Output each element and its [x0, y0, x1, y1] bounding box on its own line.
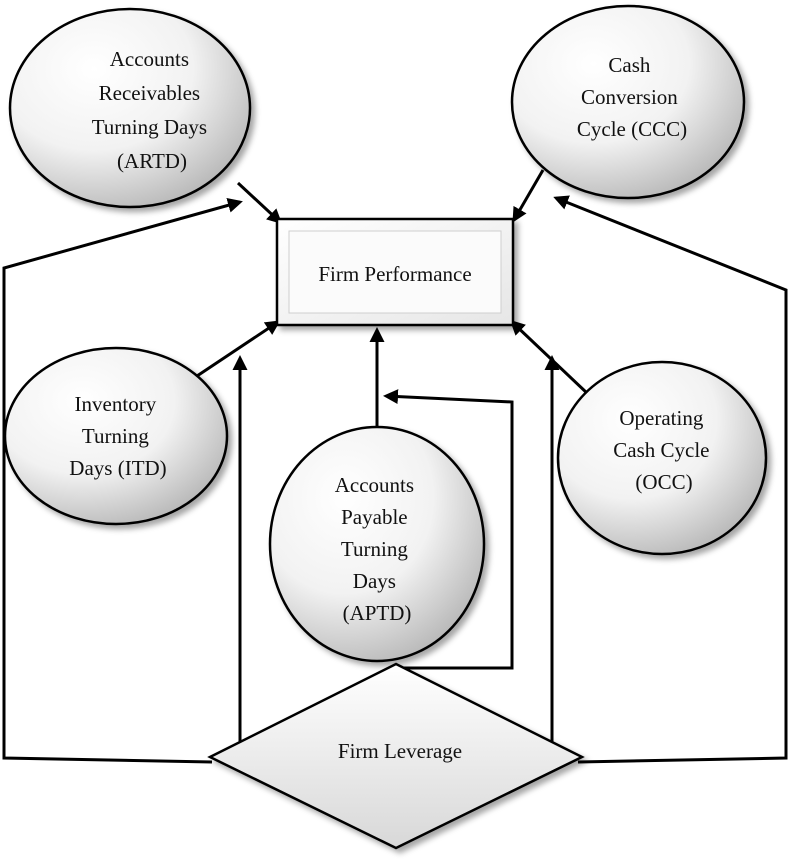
- node-ccc-line-1: Cash: [608, 53, 651, 77]
- edges: [2, 169, 788, 764]
- node-ccc-line-3: Cycle (CCC): [577, 117, 687, 141]
- node-firm-leverage-line-1: Firm Leverage: [338, 739, 462, 763]
- node-occ-label: Operating Cash Cycle (OCC): [613, 406, 714, 494]
- node-occ-shape: [556, 360, 768, 556]
- node-firm-leverage-shape: [207, 662, 585, 850]
- edge-leverage-to-ccc: [553, 195, 788, 764]
- node-aptd-line-5: (APTD): [343, 601, 412, 625]
- edge-leverage-to-aptd-path: [383, 389, 514, 670]
- node-firm-leverage[interactable]: Firm Leverage: [207, 662, 585, 850]
- edge-leverage-to-artd: [2, 198, 243, 764]
- node-aptd-line-1: Accounts: [335, 473, 414, 497]
- node-aptd-line-2: Payable: [341, 505, 407, 529]
- node-occ-line-1: Operating: [619, 406, 703, 430]
- node-artd-shape: [8, 7, 252, 209]
- node-firm-performance-bevel: [288, 230, 502, 314]
- node-artd-line-3: Turning Days: [92, 115, 207, 139]
- node-occ-line-3: (OCC): [635, 470, 692, 494]
- node-occ-line-2: Cash Cycle: [613, 438, 709, 462]
- edge-artd-to-performance: [236, 181, 283, 225]
- node-firm-performance-line-1: Firm Performance: [318, 262, 471, 286]
- node-firm-performance-label: Firm Performance: [318, 262, 471, 286]
- node-occ[interactable]: Operating Cash Cycle (OCC): [556, 360, 768, 556]
- node-ccc-shape: [510, 4, 746, 200]
- edge-ccc-to-performance: [512, 169, 545, 223]
- node-itd[interactable]: Inventory Turning Days (ITD): [3, 346, 229, 526]
- node-itd-shape: [3, 346, 229, 526]
- node-itd-line-3: Days (ITD): [69, 456, 166, 480]
- node-ccc[interactable]: Cash Conversion Cycle (CCC): [510, 4, 746, 200]
- edge-occ-to-performance: [509, 319, 590, 396]
- node-aptd-shape: [268, 425, 486, 663]
- edge-itd-to-performance: [196, 320, 281, 378]
- node-artd-label: Accounts Receivables Turning Days (ARTD): [92, 47, 213, 173]
- node-aptd-line-3: Turning: [341, 537, 408, 561]
- node-artd-line-1: Accounts: [110, 47, 189, 71]
- node-aptd-line-4: Days: [353, 569, 396, 593]
- node-ccc-label: Cash Conversion Cycle (CCC): [577, 53, 687, 141]
- node-artd-line-2: Receivables: [99, 81, 200, 105]
- node-firm-leverage-label: Firm Leverage: [338, 739, 462, 763]
- node-itd-line-2: Turning: [82, 424, 149, 448]
- node-firm-performance[interactable]: Firm Performance: [275, 217, 515, 327]
- node-itd-line-1: Inventory: [75, 392, 157, 416]
- node-aptd[interactable]: Accounts Payable Turning Days (APTD): [268, 425, 486, 663]
- node-artd[interactable]: Accounts Receivables Turning Days (ARTD): [8, 7, 252, 209]
- node-artd-line-4: (ARTD): [117, 149, 187, 173]
- node-itd-label: Inventory Turning Days (ITD): [69, 392, 166, 480]
- node-ccc-line-2: Conversion: [581, 85, 678, 109]
- node-aptd-label: Accounts Payable Turning Days (APTD): [335, 473, 420, 625]
